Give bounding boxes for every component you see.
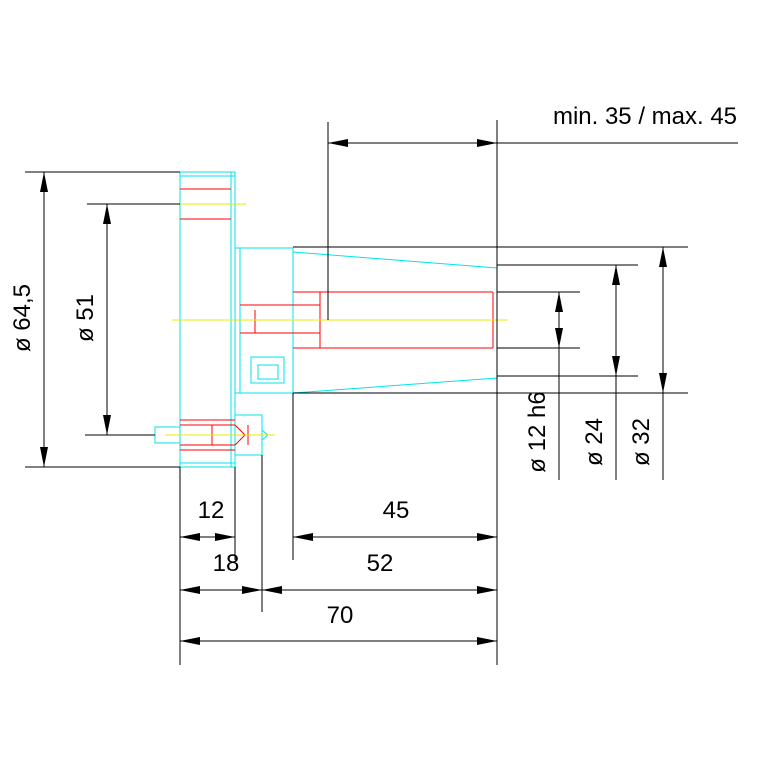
dim-length-70: 70 <box>327 602 354 629</box>
dimension-labels: min. 35 / max. 45 ø 64,5 ø 51 ø 12 h6 ø … <box>9 103 737 629</box>
dim-flange-dia: ø 64,5 <box>9 284 36 352</box>
dim-length-52: 52 <box>367 550 394 577</box>
dim-length-45: 45 <box>383 497 410 524</box>
dim-length-18: 18 <box>213 550 240 577</box>
dim-bore-dia: ø 12 h6 <box>524 391 551 472</box>
dim-outer-dia: ø 32 <box>628 418 655 466</box>
centerlines <box>165 203 508 436</box>
dim-clamp-range: min. 35 / max. 45 <box>553 103 737 130</box>
set-screw-boss <box>250 356 285 384</box>
dim-length-12: 12 <box>198 497 225 524</box>
dimension-lines <box>25 120 738 665</box>
dim-bolt-circle-dia: ø 51 <box>72 294 99 342</box>
dim-inner-dia: ø 24 <box>581 418 608 466</box>
hidden-features <box>180 188 494 451</box>
tapered-shank <box>292 251 498 394</box>
